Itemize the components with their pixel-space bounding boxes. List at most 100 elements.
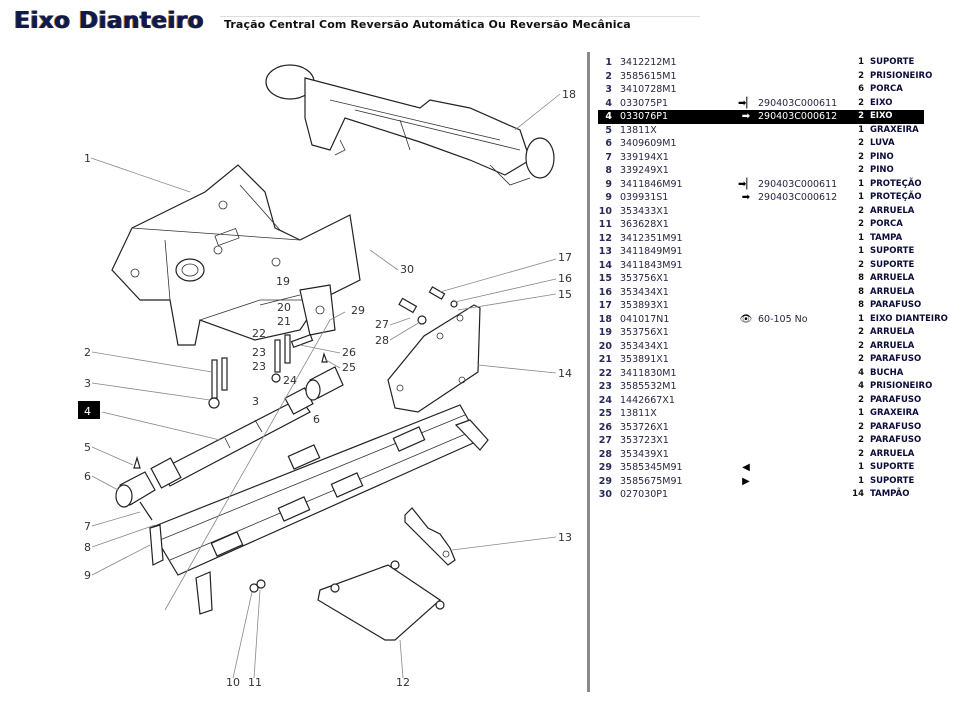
part-number: 3585532M1 xyxy=(620,381,677,392)
quantity: 2 xyxy=(858,394,864,405)
callout-26: 26 xyxy=(342,346,356,359)
description: TAMPA xyxy=(870,232,903,243)
callout-23b: 23 xyxy=(252,360,266,373)
ref-number: 17 xyxy=(598,300,612,311)
description: PROTEÇÃO xyxy=(870,178,922,189)
description: PRISIONEIRO xyxy=(870,70,933,81)
callout-30: 30 xyxy=(400,263,414,276)
part-number: 339194X1 xyxy=(620,151,669,163)
triangle-left-icon: ◀ xyxy=(742,462,750,473)
callout-24: 24 xyxy=(283,374,297,387)
ref-number: 24 xyxy=(598,394,612,406)
quantity: 2 xyxy=(858,97,864,108)
description: PARAFUSO xyxy=(870,435,922,445)
description: GRAXEIRA xyxy=(870,408,919,418)
part-number: 353726X1 xyxy=(620,421,669,433)
ref-number: 9 xyxy=(605,178,612,190)
ref-number: 23 xyxy=(598,381,612,392)
ref-number: 4 xyxy=(605,111,612,122)
quantity: 2 xyxy=(858,138,864,148)
quantity: 4 xyxy=(858,367,864,378)
callout-11: 11 xyxy=(248,676,262,689)
quantity: 1 xyxy=(858,192,864,202)
part-number: 3411830M1 xyxy=(620,367,677,379)
part-number: 3412351M91 xyxy=(620,232,683,244)
part-number: 033075P1 xyxy=(620,97,669,109)
ref-number: 15 xyxy=(598,273,612,284)
ref-number: 2 xyxy=(605,70,612,82)
leader-lines xyxy=(90,93,561,679)
ref-number: 6 xyxy=(605,138,612,149)
part-nut-washer xyxy=(249,579,266,593)
part-number: 353439X1 xyxy=(620,448,669,460)
description: ARRUELA xyxy=(870,448,915,459)
quantity: 14 xyxy=(852,489,864,499)
quantity: 2 xyxy=(858,70,864,81)
parts-row[interactable]: 2 3585615M1 2 PRISIONEIRO xyxy=(598,70,968,84)
ref-number: 14 xyxy=(598,259,612,271)
serial-applicability: 290403C000611 xyxy=(758,97,838,109)
ref-number: 4 xyxy=(605,97,612,109)
ref-number: 9 xyxy=(605,192,612,203)
part-number: 3585345M91 xyxy=(620,462,683,473)
quantity: 6 xyxy=(858,84,864,94)
description: EIXO DIANTEIRO xyxy=(870,313,948,324)
ref-number: 29 xyxy=(598,475,612,487)
part-number: 353434X1 xyxy=(620,340,669,352)
part-number: 13811X xyxy=(620,408,657,419)
quantity: 1 xyxy=(858,57,864,67)
part-cover xyxy=(317,560,445,641)
part-number: 3411843M91 xyxy=(620,259,683,271)
page-title: Eixo Dianteiro xyxy=(14,8,204,34)
part-number: 3411849M91 xyxy=(620,246,683,257)
callout-9: 9 xyxy=(84,569,91,582)
ref-number: 18 xyxy=(598,313,612,325)
description: PROTEÇÃO xyxy=(870,192,922,202)
callout-12: 12 xyxy=(396,676,410,689)
part-number: 3412212M1 xyxy=(620,57,677,68)
ref-number: 20 xyxy=(598,340,612,352)
callout-28: 28 xyxy=(375,334,389,347)
part-support-13 xyxy=(404,507,456,566)
part-number: 353433X1 xyxy=(620,205,669,217)
description: PARAFUSO xyxy=(870,421,922,432)
page-header: Eixo Dianteiro Tração Central Com Revers… xyxy=(10,6,700,40)
part-number: 3585615M1 xyxy=(620,70,677,82)
part-number: 353893X1 xyxy=(620,300,669,311)
quantity: 2 xyxy=(858,327,864,337)
arrow-up-to-icon: ➡▏ xyxy=(737,97,755,109)
callout-17: 17 xyxy=(558,251,572,264)
